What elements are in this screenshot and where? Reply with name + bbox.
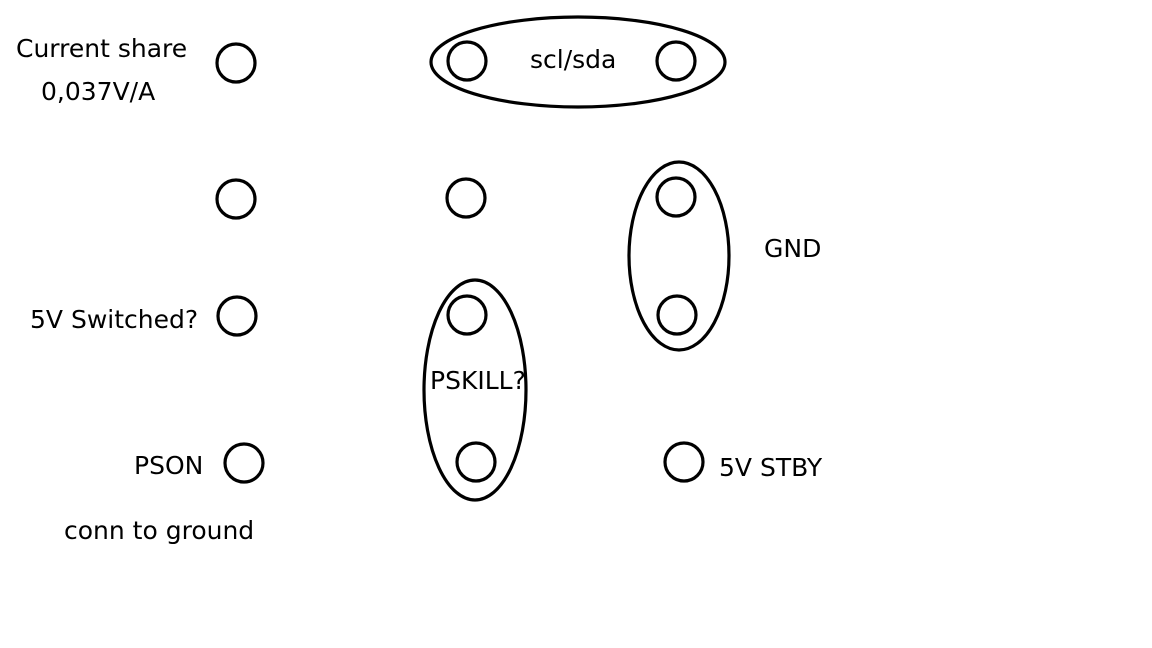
pin-scl <box>446 40 488 82</box>
label-5v-stby: 5V STBY <box>719 453 823 482</box>
pin-5v-stby <box>663 441 705 483</box>
pin-pskill-top <box>446 294 488 336</box>
pin-pskill-bottom <box>455 441 497 483</box>
pin-gnd-bottom <box>656 294 698 336</box>
label-5v-switched: 5V Switched? <box>30 305 198 334</box>
pin-gnd-top <box>655 176 697 218</box>
label-conn-to-ground: conn to ground <box>64 516 254 545</box>
pin-row2-middle <box>445 177 487 219</box>
pin-sda <box>655 40 697 82</box>
pin-5v-switched <box>216 295 258 337</box>
label-pson: PSON <box>134 451 203 480</box>
label-scl-sda: scl/sda <box>530 45 616 74</box>
scl-sda-group-outline <box>429 15 727 109</box>
pskill-group-outline <box>422 278 528 502</box>
label-gnd: GND <box>764 234 821 263</box>
pin-current-share <box>215 42 257 84</box>
gnd-group-outline <box>627 160 731 352</box>
label-pskill: PSKILL? <box>430 366 526 395</box>
label-current-share-ratio: 0,037V/A <box>41 77 155 106</box>
pin-row2-left <box>215 178 257 220</box>
pin-pson <box>223 442 265 484</box>
label-current-share: Current share <box>16 34 187 63</box>
